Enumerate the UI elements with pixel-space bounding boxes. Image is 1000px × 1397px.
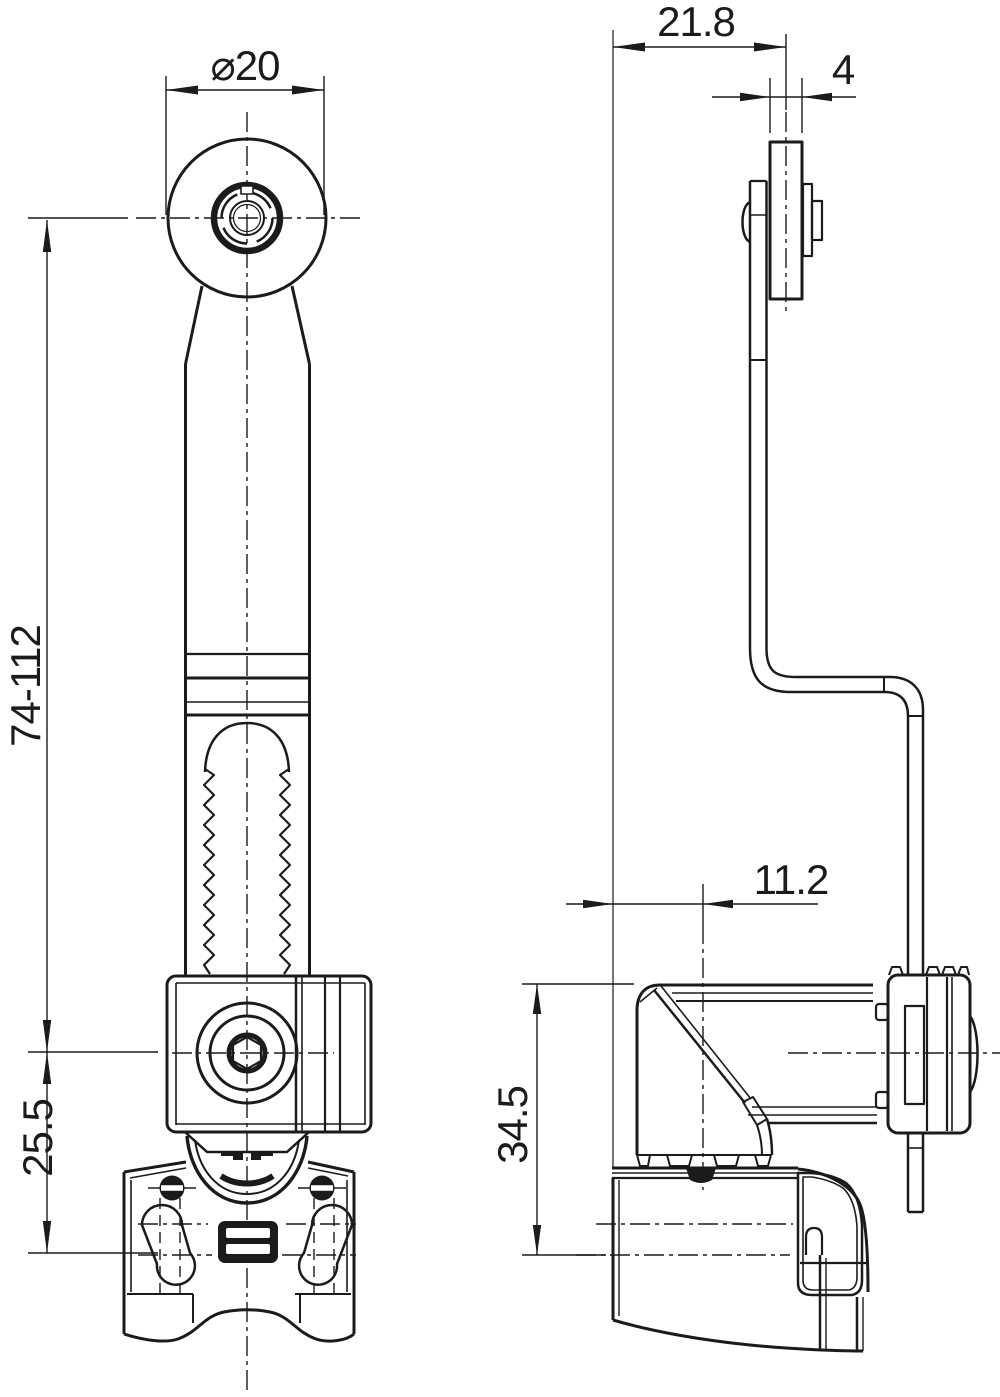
dim-pointer-offset-label: 11.2 [754, 856, 829, 903]
hub-rim-inner [194, 1139, 300, 1195]
bracket-frame-inner [802, 1176, 858, 1291]
dim-roller-width: 4 [712, 46, 856, 133]
centerlines-side [576, 30, 1000, 1256]
arrowhead [703, 899, 733, 909]
keyhole-slot-right [297, 1203, 354, 1286]
arrowhead [42, 1020, 52, 1052]
clamp-side-body [886, 973, 972, 1135]
dim-arm-length-label: 74-112 [2, 625, 49, 747]
arrowhead [166, 85, 198, 95]
lever-arm-front [184, 285, 311, 976]
arrowhead [802, 92, 832, 102]
roller-hub-ring [210, 181, 284, 255]
serration-right [278, 768, 292, 975]
hub-rim-outer [185, 1135, 309, 1205]
hex-socket [231, 1036, 263, 1071]
adjustment-pointer [686, 1168, 716, 1183]
hub-body-side [635, 983, 877, 1167]
arrowhead [613, 42, 645, 52]
centerlines-front [136, 112, 362, 1392]
fixing-screw-left [159, 1175, 185, 1201]
axle-stud-outer [801, 182, 814, 258]
arrowhead [42, 1221, 52, 1253]
dimensions: ⌀20 74-112 25.5 21.8 [2, 0, 856, 1256]
clamp-boss [195, 1001, 299, 1105]
serrated-rod-dome [203, 721, 291, 773]
roller-front [166, 137, 328, 299]
dim-arm-length-range: 74-112 [2, 217, 158, 1253]
serration-left [202, 768, 216, 975]
dim-body-height-label: 34.5 [489, 1086, 536, 1164]
dim-roller-width-label: 4 [832, 46, 855, 93]
dim-roller-center-offset: 21.8 [613, 0, 787, 110]
keyhole-slot-left [140, 1203, 197, 1286]
arrowhead [42, 1052, 52, 1084]
arrowhead [42, 220, 52, 252]
serrated-washer-teeth [888, 966, 970, 976]
dim-pointer-offset: 11.2 [566, 856, 829, 924]
roller-side [741, 140, 824, 301]
dim-clamp-to-slot-label: 25.5 [14, 1099, 61, 1177]
clamp-body [165, 974, 373, 1134]
dim-roller-diameter-label: ⌀20 [210, 42, 279, 89]
dim-roller-offset-label: 21.8 [657, 0, 735, 45]
front-view [122, 112, 373, 1392]
arrowhead [532, 984, 542, 1014]
dim-clamp-to-slot: 25.5 [14, 1052, 158, 1254]
fixing-screw-right [309, 1175, 335, 1201]
hub-serration-feet [636, 1154, 772, 1167]
arrowhead [740, 92, 770, 102]
side-view [576, 30, 1000, 1353]
clamp-block-front [165, 974, 373, 1134]
clamp-screw-side [968, 1015, 979, 1093]
arrowhead [583, 899, 613, 909]
dim-body-height: 34.5 [489, 983, 634, 1256]
pivot-hub-front [184, 1131, 310, 1205]
arrowhead [754, 42, 786, 52]
head-bottom-profile [123, 1308, 355, 1343]
bracket-frame-outer [796, 1171, 864, 1297]
head-bottom-side [612, 1318, 864, 1353]
arrowhead [292, 85, 324, 95]
mounting-head-side [611, 1166, 870, 1353]
mounting-head-front [122, 1160, 356, 1343]
retaining-clip [220, 191, 274, 245]
socket-screw [226, 1032, 268, 1074]
axle-stud-inner [810, 199, 824, 242]
rivet-head [741, 200, 751, 244]
clamp-side [874, 966, 979, 1135]
lever-plate-side [748, 179, 925, 1214]
lever-cam-edge [653, 989, 746, 1104]
dim-roller-diameter: ⌀20 [165, 42, 325, 215]
arrowhead [532, 1225, 542, 1255]
terminal-window [218, 1221, 278, 1263]
roller-outline [166, 137, 328, 299]
